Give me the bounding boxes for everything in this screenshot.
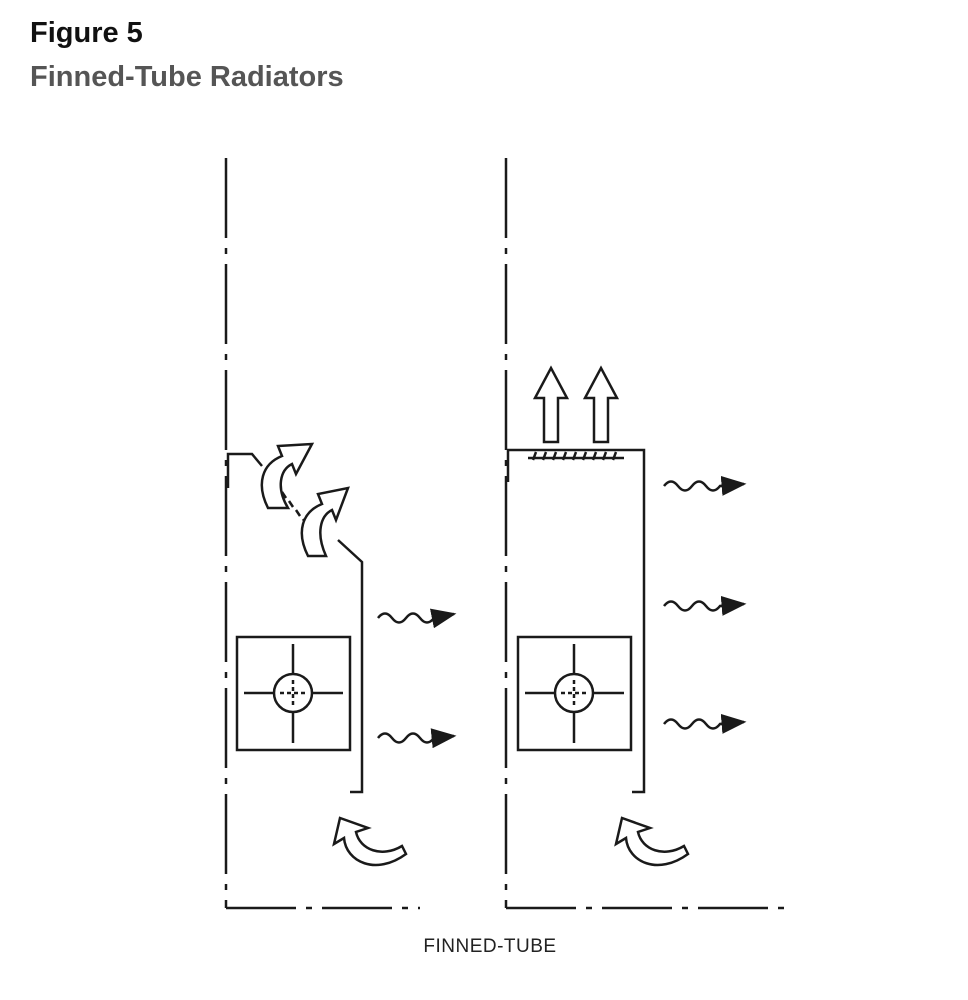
right-radiant-heat-1 bbox=[663, 475, 747, 496]
left-radiant-heat-2 bbox=[377, 728, 457, 749]
left-enclosure-slope bbox=[337, 539, 364, 794]
figure-label: Figure 5 bbox=[30, 17, 143, 49]
figure-title: Finned-Tube Radiators bbox=[30, 61, 344, 93]
right-radiant-heat-3 bbox=[663, 713, 747, 734]
right-warm-air-arrow-1 bbox=[532, 365, 570, 444]
right-grille-hatch bbox=[531, 451, 618, 461]
right-finned-tube-element bbox=[516, 635, 633, 752]
left-tube-circle bbox=[272, 672, 314, 714]
diagram-caption: FINNED-TUBE bbox=[423, 936, 556, 957]
left-unit bbox=[224, 158, 457, 910]
right-enclosure-top bbox=[506, 448, 646, 794]
left-warm-air-arrow-2 bbox=[300, 486, 350, 558]
right-radiant-heat-2 bbox=[663, 595, 747, 616]
right-unit bbox=[504, 158, 790, 910]
left-finned-tube-element bbox=[235, 635, 352, 752]
right-tube-circle bbox=[553, 672, 595, 714]
left-cool-air-arrow bbox=[332, 816, 408, 867]
left-enclosure-top bbox=[226, 452, 263, 488]
left-radiant-heat-1 bbox=[377, 608, 457, 629]
right-warm-air-arrow-2 bbox=[582, 365, 620, 444]
left-warm-air-arrow-1 bbox=[260, 442, 315, 510]
right-cool-air-arrow bbox=[614, 816, 690, 867]
